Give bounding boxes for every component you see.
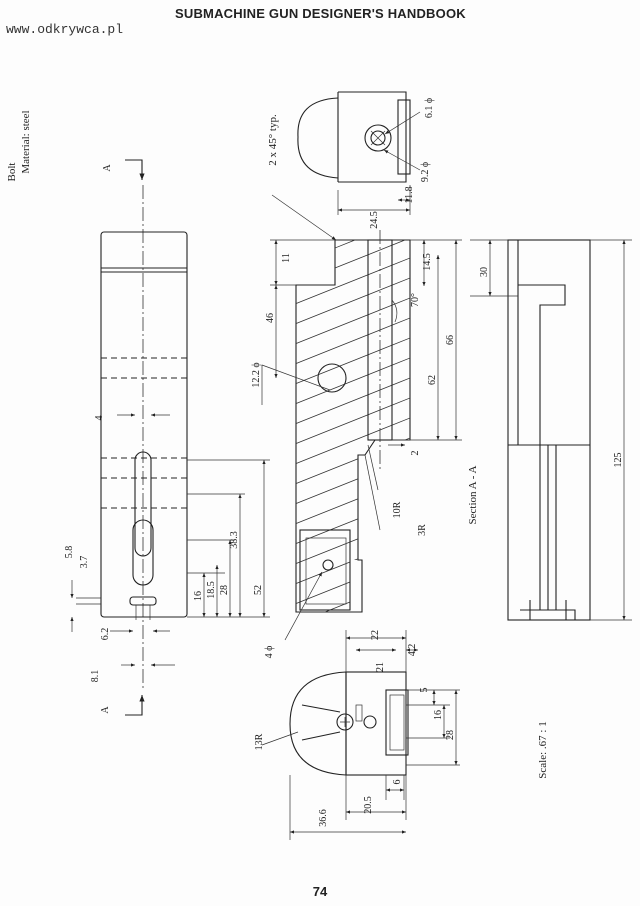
section-marker-bottom: A xyxy=(100,706,111,714)
dim-13r: 13R xyxy=(254,733,265,750)
dim-66: 66 xyxy=(445,335,456,345)
bolt-end-view: 22 21 4.2 5 16 28 6 20.5 36.6 xyxy=(254,571,460,840)
dim-11-8: 11.8 xyxy=(404,186,415,203)
dim-6: 6 xyxy=(392,780,403,785)
dim-38-3: 38.3 xyxy=(229,531,240,549)
dim-46: 46 xyxy=(265,313,276,323)
dim-3-7: 3.7 xyxy=(79,556,90,569)
dim-11: 11 xyxy=(281,253,292,263)
dim-22: 22 xyxy=(370,630,381,640)
dim-21: 21 xyxy=(375,662,386,672)
dim-16: 16 xyxy=(193,591,204,601)
chamfer-note: 2 x 45° typ. xyxy=(267,114,279,166)
material-label: Material: steel xyxy=(20,110,32,173)
dim-28-end: 28 xyxy=(445,730,456,740)
dim-125: 125 xyxy=(613,453,624,468)
part-name-label: Bolt xyxy=(6,163,18,182)
dim-5: 5 xyxy=(419,688,430,693)
section-marker-top: A xyxy=(102,164,113,172)
page-number: 74 xyxy=(312,884,328,899)
section-title: Section A - A xyxy=(467,465,479,524)
dim-14-5: 14.5 xyxy=(422,253,433,271)
dim-12-2-dia: 12.2 ϕ xyxy=(251,362,262,387)
dim-20-5: 20.5 xyxy=(363,796,374,814)
section-hatching xyxy=(296,240,410,612)
angle-70: 70° xyxy=(410,293,421,307)
watermark: www.odkrywca.pl xyxy=(6,22,124,37)
dim-62: 62 xyxy=(427,375,438,385)
dim-2: 2 xyxy=(410,451,421,456)
dim-6-1-dia: 6.1 ϕ xyxy=(424,98,435,118)
dim-36-6: 36.6 xyxy=(318,809,329,827)
bolt-face-view: 6.1 ϕ 9.2 ϕ 24.5 11.8 xyxy=(297,91,435,229)
dim-3r: 3R xyxy=(417,524,428,536)
dim-4-dia: 4 ϕ xyxy=(264,646,275,659)
dim-4: 4 xyxy=(94,416,105,421)
dim-8-1: 8.1 xyxy=(90,670,101,683)
page-header: SUBMACHINE GUN DESIGNER'S HANDBOOK xyxy=(175,6,466,21)
scale-label: Scale: .67 : 1 xyxy=(537,721,549,778)
dim-16-end: 16 xyxy=(433,710,444,720)
dim-4-2: 4.2 xyxy=(407,644,418,657)
bolt-side-view: 30 125 xyxy=(470,239,632,621)
dim-24-5: 24.5 xyxy=(369,211,380,229)
dim-10r: 10R xyxy=(392,501,403,518)
bolt-top-view: A A 4 xyxy=(64,159,270,716)
dim-18-5: 18.5 xyxy=(206,581,217,599)
dim-5-8: 5.8 xyxy=(64,546,75,559)
dim-30: 30 xyxy=(479,267,490,277)
dim-9-2-dia: 9.2 ϕ xyxy=(420,162,431,182)
dim-28: 28 xyxy=(219,585,230,595)
dim-52: 52 xyxy=(253,585,264,595)
bolt-section-view: 11 46 12.2 ϕ 66 62 14.5 70° 10R 3R 2 Sec… xyxy=(251,114,479,613)
dim-6-2: 6.2 xyxy=(100,628,111,641)
